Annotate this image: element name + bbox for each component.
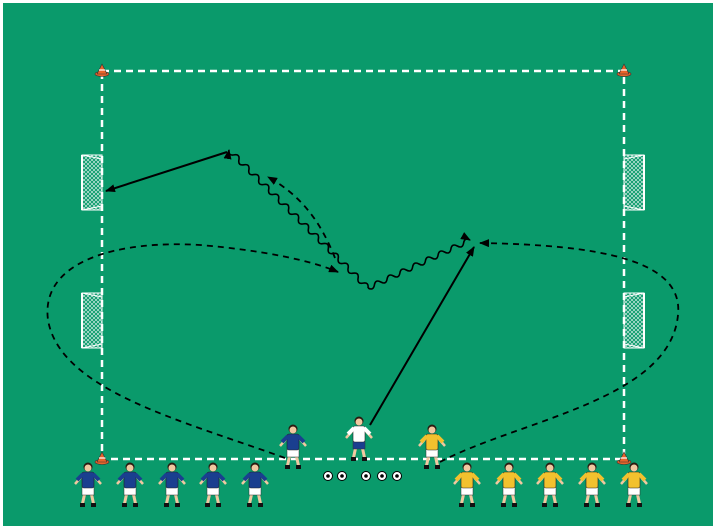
small-goal (82, 155, 102, 210)
small-goal (82, 293, 102, 348)
ball (338, 472, 347, 481)
ball (378, 472, 387, 481)
small-goal (624, 293, 644, 348)
ball (362, 472, 371, 481)
ball (393, 472, 402, 481)
ball (324, 472, 333, 481)
small-goal (624, 155, 644, 210)
